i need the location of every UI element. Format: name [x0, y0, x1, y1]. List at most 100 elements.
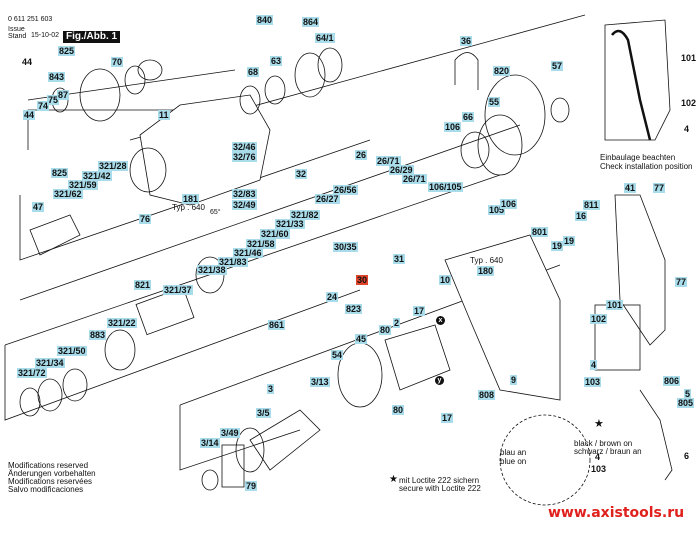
- part-label[interactable]: 321/37: [163, 285, 193, 295]
- part-label[interactable]: 75: [47, 95, 60, 105]
- part-label[interactable]: 811: [583, 200, 600, 210]
- part-label[interactable]: 321/38: [197, 265, 227, 275]
- part-label[interactable]: 321/82: [290, 210, 320, 220]
- part-label[interactable]: 321/59: [68, 180, 98, 190]
- part-label[interactable]: 26/27: [315, 194, 340, 204]
- part-label[interactable]: 106: [444, 122, 462, 132]
- part-label[interactable]: 41: [624, 183, 637, 193]
- part-label[interactable]: 80: [392, 405, 405, 415]
- part-label[interactable]: 321/34: [35, 358, 65, 368]
- part-label[interactable]: 883: [89, 330, 107, 340]
- part-label[interactable]: 79: [245, 481, 258, 491]
- part-label[interactable]: 64/1: [315, 33, 335, 43]
- part-label[interactable]: 102: [590, 314, 608, 324]
- part-label[interactable]: 106/105: [428, 182, 463, 192]
- part-label[interactable]: 321/62: [53, 189, 83, 199]
- part-label[interactable]: 55: [488, 97, 501, 107]
- part-label[interactable]: 26/71: [402, 174, 427, 184]
- part-label[interactable]: 17: [441, 413, 454, 423]
- part-label[interactable]: 825: [51, 168, 69, 178]
- watermark-link[interactable]: www.axistools.ru: [548, 505, 685, 521]
- blau-an-note: blau an: [500, 448, 527, 457]
- part-label[interactable]: 806: [663, 376, 681, 386]
- part-label[interactable]: 31: [393, 254, 406, 264]
- part-label[interactable]: 321/33: [275, 219, 305, 229]
- cord-6: [639, 389, 673, 481]
- part-label[interactable]: 10: [439, 275, 452, 285]
- part-label-highlighted[interactable]: 30: [356, 275, 369, 285]
- part-label[interactable]: 801: [531, 227, 549, 237]
- part-label[interactable]: 19: [551, 241, 564, 251]
- part-label[interactable]: 77: [653, 183, 666, 193]
- part-label[interactable]: 63: [270, 56, 283, 66]
- part-label[interactable]: 17: [413, 306, 426, 316]
- part-label[interactable]: 47: [32, 202, 45, 212]
- part-label[interactable]: 57: [551, 61, 564, 71]
- part-label[interactable]: 321/22: [107, 318, 137, 328]
- part-label[interactable]: 864: [302, 17, 320, 27]
- part-label[interactable]: 3/13: [310, 377, 330, 387]
- part-label[interactable]: 321/50: [57, 346, 87, 356]
- part-label[interactable]: 825: [58, 46, 76, 56]
- part-label[interactable]: 820: [493, 66, 511, 76]
- part-label[interactable]: 9: [510, 375, 518, 385]
- part-label[interactable]: 36: [460, 36, 473, 46]
- part-label[interactable]: 30/35: [333, 242, 358, 252]
- part-label[interactable]: 823: [345, 304, 363, 314]
- frame-gear: [4, 289, 361, 421]
- part-label[interactable]: 3/14: [200, 438, 220, 448]
- install-inset: [604, 19, 671, 141]
- part-label[interactable]: 11: [158, 110, 170, 120]
- part-label[interactable]: 2: [393, 318, 401, 328]
- part-label[interactable]: 101: [606, 300, 624, 310]
- part-label[interactable]: 54: [331, 350, 344, 360]
- part-label[interactable]: 106: [500, 199, 518, 209]
- part-label[interactable]: 76: [139, 214, 152, 224]
- part-label[interactable]: 32/83: [232, 189, 257, 199]
- part-label[interactable]: 26/56: [333, 185, 358, 195]
- part-label[interactable]: 321/72: [17, 368, 47, 378]
- part-label[interactable]: 26/71: [376, 156, 401, 166]
- part-label[interactable]: 44: [23, 110, 36, 120]
- part-label[interactable]: 821: [134, 280, 152, 290]
- part-label[interactable]: 19: [563, 236, 576, 246]
- part-label[interactable]: 321/58: [246, 239, 276, 249]
- part-label[interactable]: 843: [48, 72, 66, 82]
- part-label[interactable]: 32/49: [232, 200, 257, 210]
- part-label[interactable]: 77: [675, 277, 688, 287]
- part-label[interactable]: 87: [57, 90, 70, 100]
- part-label[interactable]: 66: [462, 112, 475, 122]
- part-label[interactable]: 16: [575, 211, 588, 221]
- part-label[interactable]: 321/46: [233, 248, 263, 258]
- part-label[interactable]: 808: [478, 390, 496, 400]
- part-label[interactable]: 32/46: [232, 142, 257, 152]
- part-label[interactable]: 181: [182, 194, 200, 204]
- part-label[interactable]: 321/83: [218, 257, 248, 267]
- part-label[interactable]: 24: [326, 292, 339, 302]
- part-label[interactable]: 4: [590, 360, 598, 370]
- part-label[interactable]: 45: [355, 334, 368, 344]
- part-label[interactable]: 26: [355, 150, 368, 160]
- part-label[interactable]: 3: [267, 384, 275, 394]
- frame-motor: [179, 405, 301, 471]
- part-label[interactable]: 32/76: [232, 152, 257, 162]
- part-label[interactable]: 70: [111, 57, 124, 67]
- part-label[interactable]: 861: [268, 320, 286, 330]
- part-label[interactable]: 26/29: [389, 165, 414, 175]
- part-label[interactable]: 321/60: [260, 229, 290, 239]
- modifications-de: Änderungen vorbehalten: [8, 469, 96, 478]
- part-label[interactable]: 103: [584, 377, 602, 387]
- part-label[interactable]: 321/42: [82, 171, 112, 181]
- part-label[interactable]: 3/49: [220, 428, 240, 438]
- part-label[interactable]: 80: [379, 325, 392, 335]
- part-label[interactable]: 68: [247, 67, 260, 77]
- part-label[interactable]: 840: [256, 15, 274, 25]
- part-label[interactable]: 105: [488, 205, 506, 215]
- part-label[interactable]: 321/28: [98, 161, 128, 171]
- part-label[interactable]: 5: [684, 389, 692, 399]
- part-label[interactable]: 32: [295, 169, 308, 179]
- part-label[interactable]: 74: [37, 101, 50, 111]
- part-label[interactable]: 805: [677, 398, 695, 408]
- part-label[interactable]: 180: [477, 266, 495, 276]
- part-label[interactable]: 3/5: [256, 408, 271, 418]
